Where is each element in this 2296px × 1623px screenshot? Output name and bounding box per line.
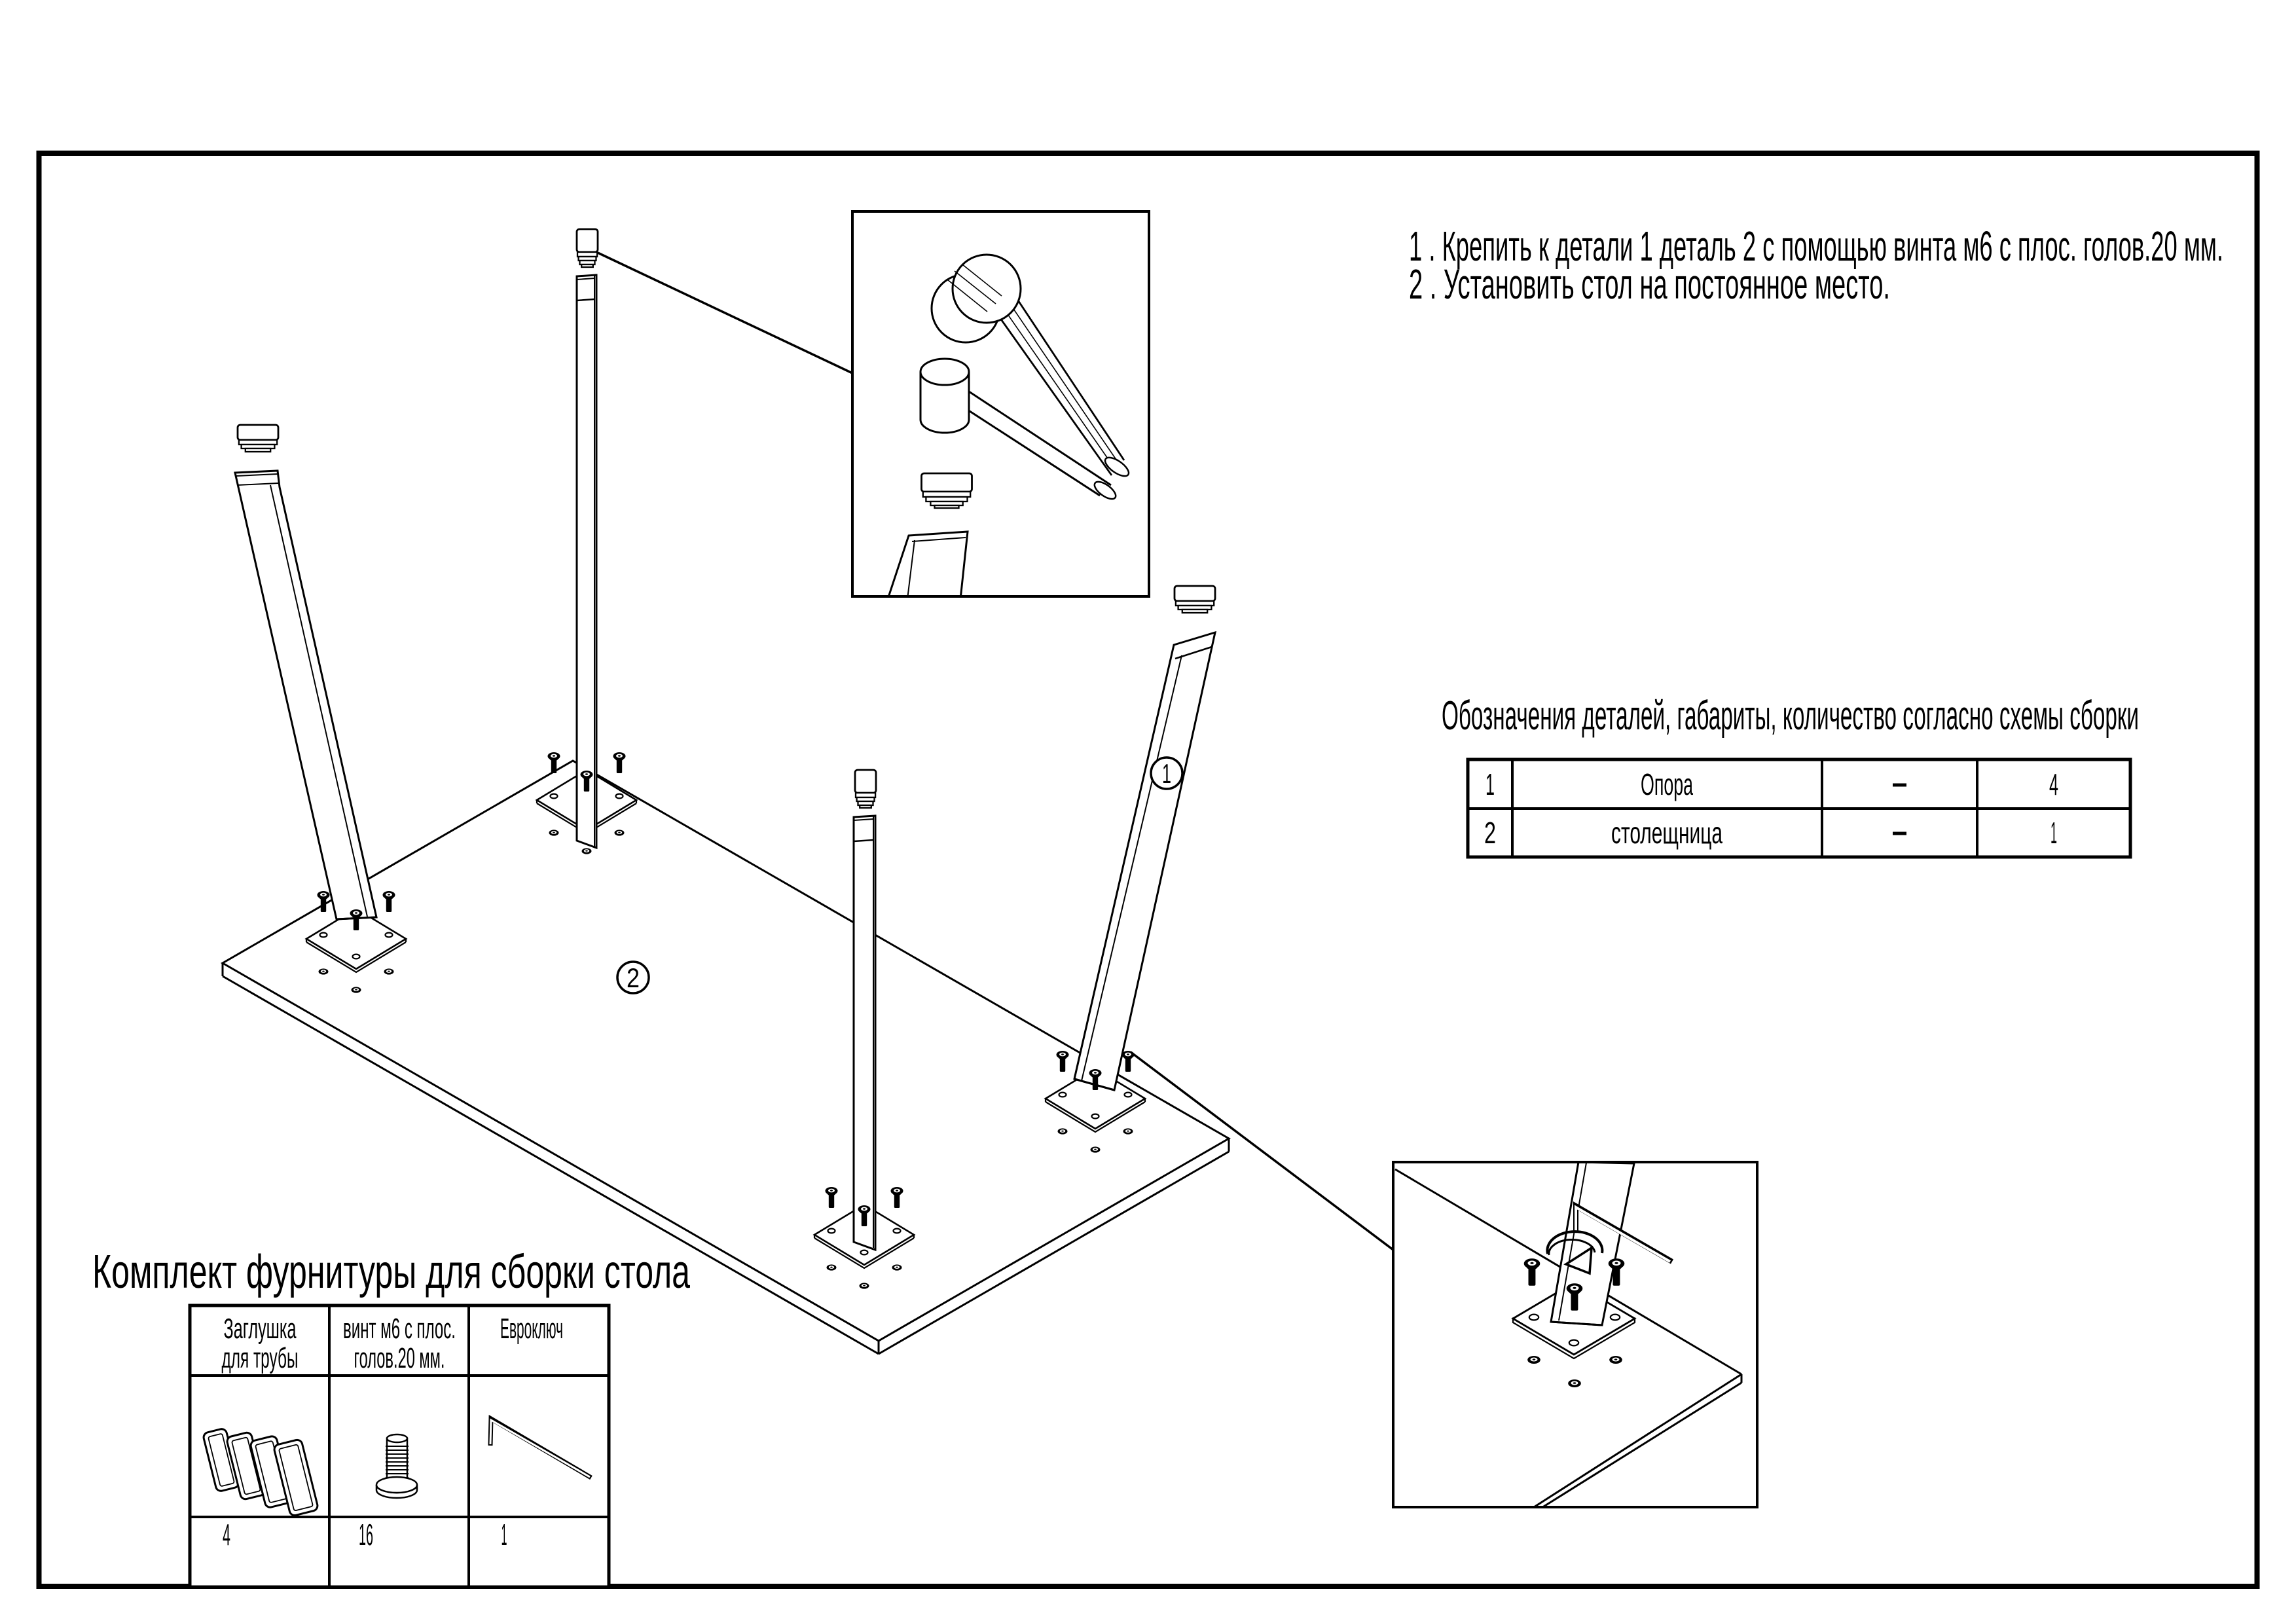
svg-text:1: 1 xyxy=(2050,816,2057,850)
svg-text:Комплект фурнитуры для сборки: Комплект фурнитуры для сборки стола xyxy=(92,1246,691,1298)
svg-text:2 . Установить стол на постоян: 2 . Установить стол на постоянное место. xyxy=(1409,261,1890,308)
svg-text:2: 2 xyxy=(1484,816,1496,850)
svg-text:Евроключ: Евроключ xyxy=(500,1313,563,1345)
svg-text:голов.20 мм.: голов.20 мм. xyxy=(354,1342,445,1374)
svg-text:столещница: столещница xyxy=(1611,816,1722,850)
svg-text:Опора: Опора xyxy=(1641,767,1693,801)
svg-text:1 . Крепить к детали 1 деталь: 1 . Крепить к детали 1 деталь 2 с помощь… xyxy=(1409,223,2223,270)
svg-text:2: 2 xyxy=(627,962,640,993)
svg-text:Обозначения деталей, габариты,: Обозначения деталей, габариты, количеств… xyxy=(1442,693,2139,739)
svg-text:4: 4 xyxy=(2049,767,2058,801)
svg-text:1: 1 xyxy=(501,1518,507,1552)
svg-text:для трубы: для трубы xyxy=(222,1342,299,1374)
svg-text:1: 1 xyxy=(1485,767,1495,801)
svg-text:Заглушка: Заглушка xyxy=(224,1313,297,1345)
svg-text:4: 4 xyxy=(223,1518,230,1552)
svg-text:1: 1 xyxy=(1162,758,1171,789)
svg-text:16: 16 xyxy=(359,1518,373,1552)
svg-text:винт м6 с плос.: винт м6 с плос. xyxy=(343,1313,456,1345)
